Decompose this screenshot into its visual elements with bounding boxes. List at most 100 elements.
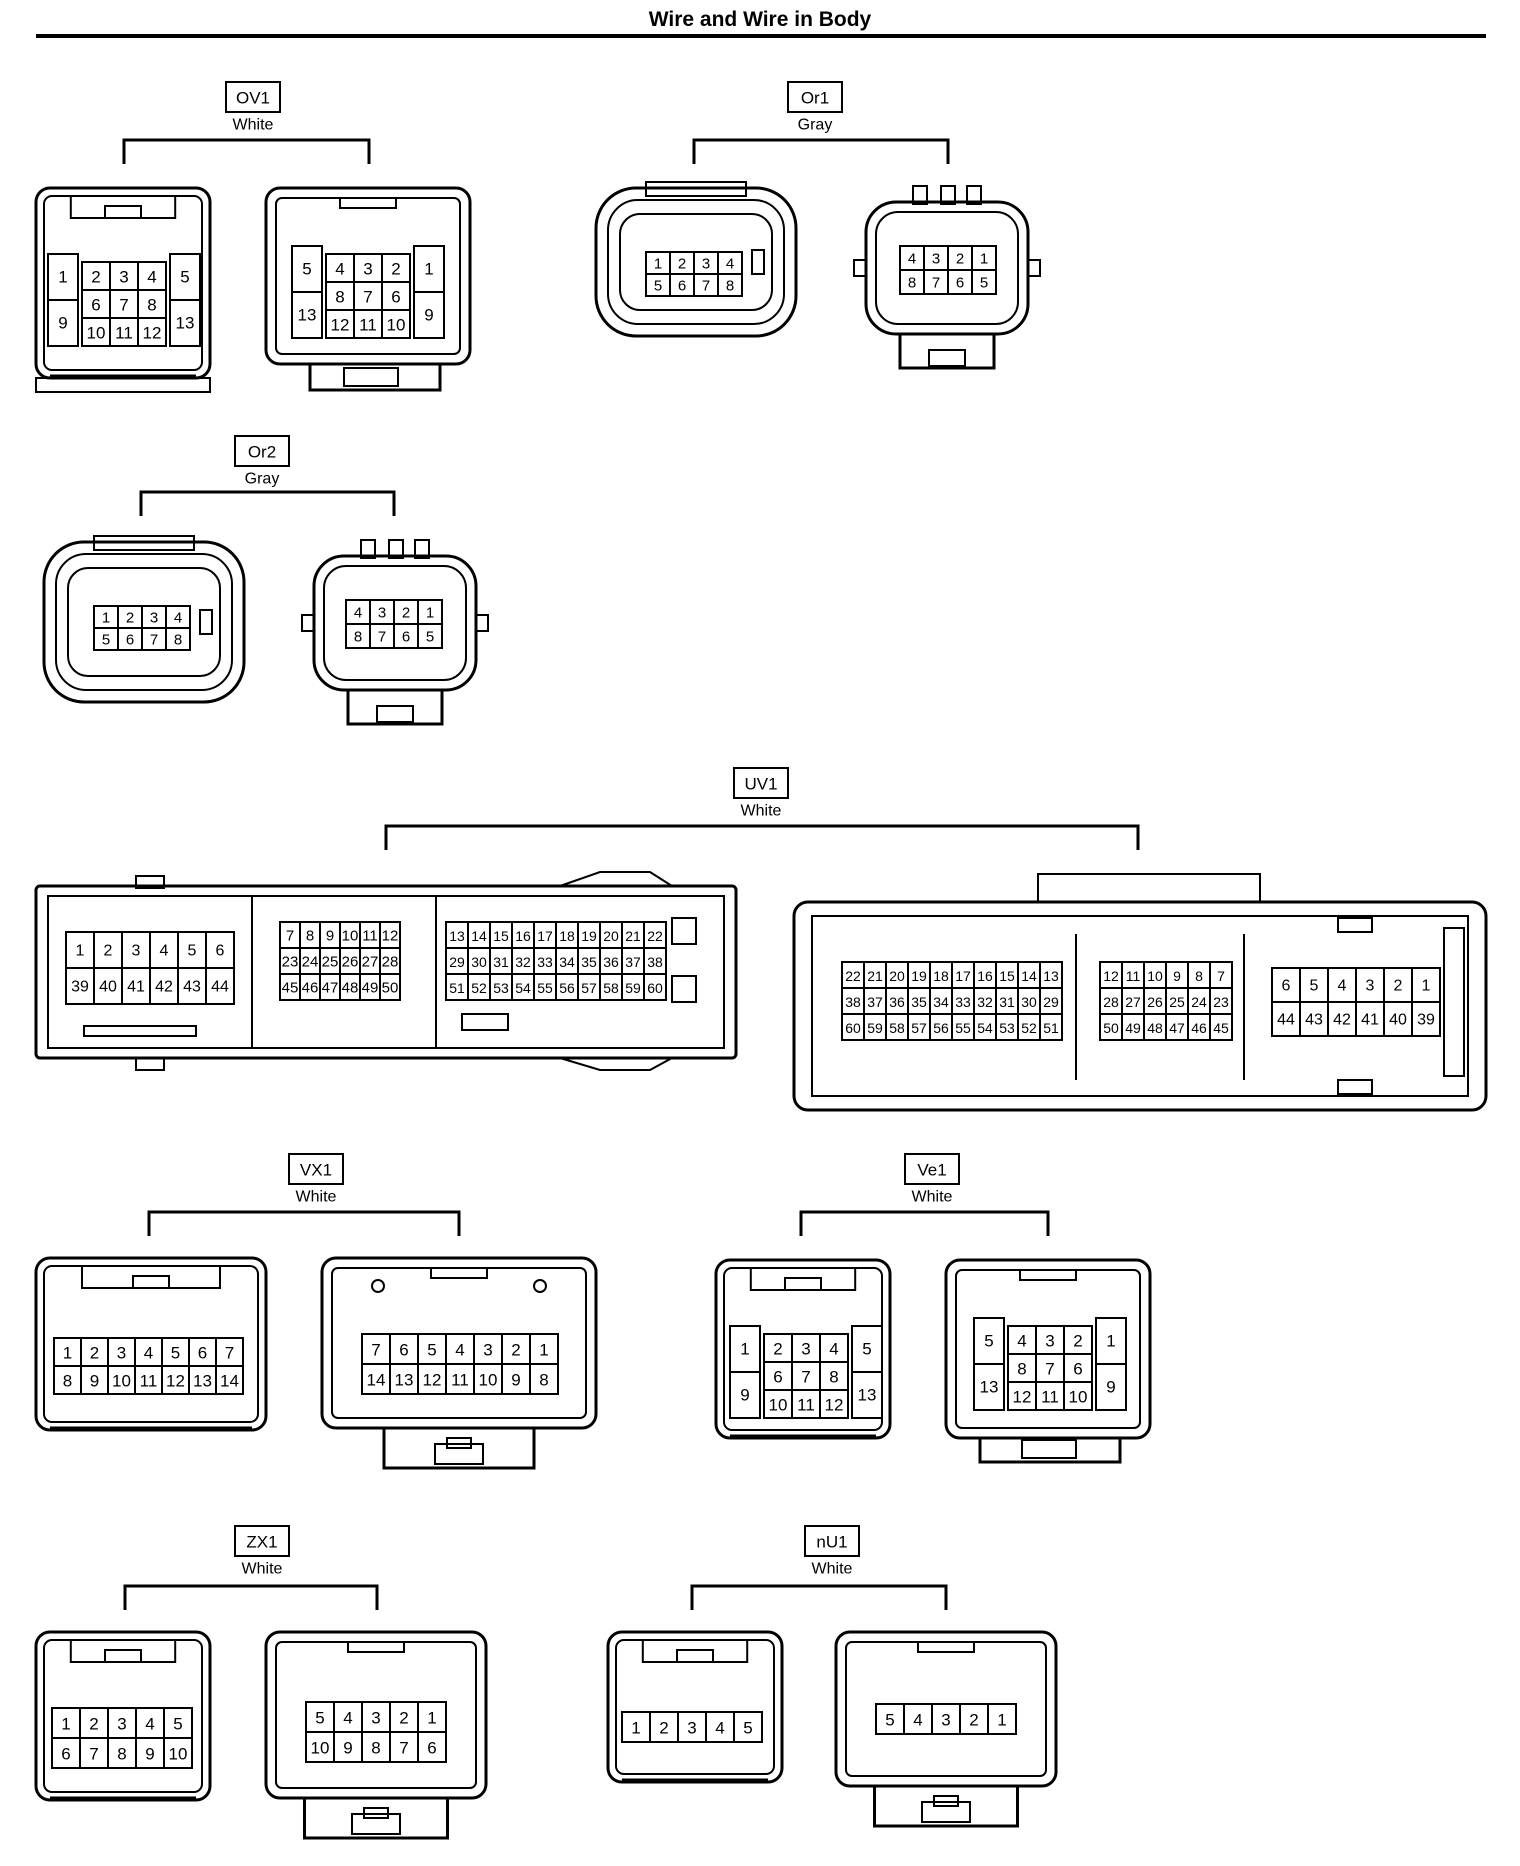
pin-number: 41 [127,979,145,996]
housing-line [559,871,673,887]
pin-number: 39 [1417,1012,1435,1029]
lock-tab [784,1277,822,1291]
female-housing [606,1630,784,1784]
pin-cell [729,1371,761,1419]
connector-code-box [234,1525,290,1557]
pin-number: 23 [1213,994,1229,1010]
pin-number: 9 [90,1372,99,1391]
pin-number: 54 [515,980,531,996]
pin-number: 8 [63,1372,72,1391]
connector-color: Gray [245,471,280,488]
pin-cell [379,973,401,1001]
pin-number: 4 [726,256,734,273]
pin-number: 13 [395,1371,414,1390]
lock-tab [376,705,414,723]
pin-number: 38 [647,954,663,970]
pin-number: 9 [424,306,433,325]
pin-number: 52 [471,980,487,996]
pin-number: 2 [126,610,134,627]
pin-number: 4 [913,1711,922,1730]
pin-number: 11 [140,1372,158,1391]
pin-number: 8 [1195,968,1203,984]
pin-number: 10 [1147,968,1163,984]
pin-number: 1 [1106,1332,1115,1351]
pin-number: 2 [402,605,410,622]
pin-number: 6 [427,1739,436,1758]
pin-cell [417,623,443,649]
pin-number: 36 [603,954,619,970]
pin-number: 2 [391,260,400,279]
connector-color: White [812,1561,853,1578]
pin-number: 12 [331,316,350,335]
pin-number: 42 [1333,1012,1351,1029]
female-housing-inner [47,895,725,1049]
pin-number: 16 [977,968,993,984]
female-housing [714,1258,892,1440]
pin-number: 1 [539,1341,548,1360]
pin-number: 7 [225,1344,234,1363]
pin-number: 6 [61,1745,70,1764]
pin-number: 58 [603,980,619,996]
lock-housing [873,1786,1019,1828]
pin-number: 12 [423,1371,442,1390]
connector-code-box [904,1153,960,1185]
male-housing [834,1630,1058,1788]
lock-tab [351,1813,401,1835]
pin-number: 13 [1043,968,1059,984]
pin-number: 32 [515,954,531,970]
pin-number: 2 [91,268,100,287]
pin-number: 46 [1191,1020,1207,1036]
pin-number: 18 [559,928,575,944]
pin-number: 6 [399,1341,408,1360]
guide-rib [1337,917,1373,933]
pin-number: 5 [427,1341,436,1360]
pin-number: 12 [825,1396,844,1415]
pin-number: 9 [326,928,334,945]
pin-number: 27 [362,954,379,971]
male-housing-inner [811,915,1469,1097]
round-housing-inner [55,553,233,691]
lock-tab-catch [363,1807,389,1819]
pin-number: 11 [1126,968,1141,984]
page-title: Wire and Wire in Body [648,8,872,31]
pin-number: 41 [1361,1012,1379,1029]
pin-number: 19 [581,928,597,944]
pin-number: 35 [911,994,927,1010]
pin-number: 7 [150,632,158,649]
guide-hole [533,1279,547,1293]
connector-color: White [296,1189,337,1206]
pin-number: 19 [911,968,927,984]
pin-number: 1 [76,943,85,960]
pin-number: 28 [1103,994,1119,1010]
guide-slot [339,197,397,209]
pin-number: 10 [311,1739,330,1758]
pin-number: 6 [391,288,400,307]
connector-code: ZX1 [246,1533,277,1552]
pin-number: 24 [1191,994,1207,1010]
pin-number: 7 [932,275,940,292]
pin-number: 11 [451,1371,469,1390]
pin-cell [205,967,235,1005]
connector-code-box [733,767,789,799]
lock-housing [303,1798,449,1840]
pin-cell [529,1363,559,1395]
lock-tab [343,367,399,387]
pin-number: 12 [1013,1388,1032,1407]
pin-number: 9 [740,1386,749,1405]
round-housing-inner [875,211,1019,325]
pin-number: 13 [298,306,317,325]
pin-number: 2 [90,1344,99,1363]
pin-cell [1095,1363,1127,1411]
pin-cell [163,1737,193,1769]
pin-number: 50 [1103,1020,1119,1036]
pin-number: 5 [173,1715,182,1734]
pin-number: 13 [176,314,195,333]
male-housing [264,186,472,366]
pin-number: 8 [117,1745,126,1764]
